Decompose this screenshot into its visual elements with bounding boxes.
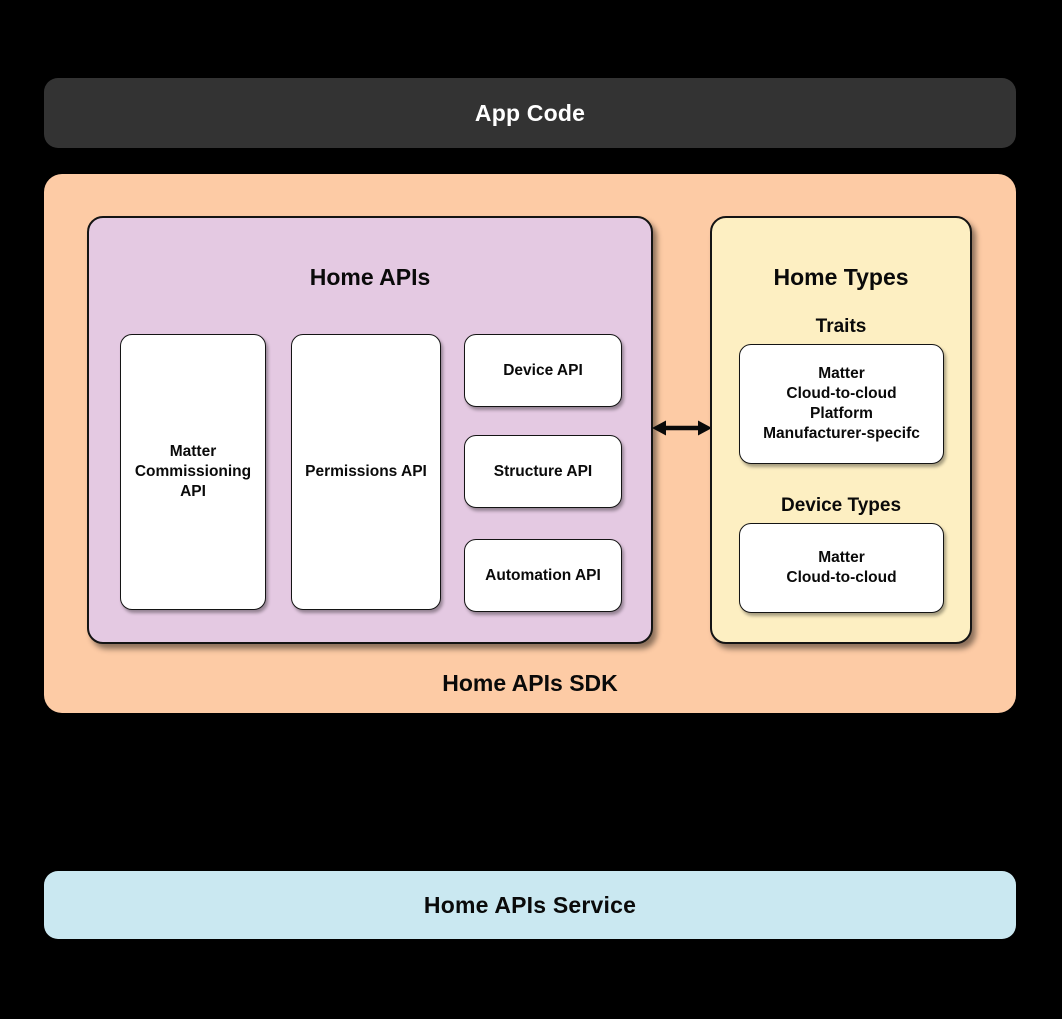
device-api-card: Device API: [464, 334, 622, 407]
home-apis-sdk-block: Home APIs Matter Commissioning API Permi…: [44, 174, 1016, 713]
home-apis-sdk-label: Home APIs SDK: [442, 670, 618, 696]
home-apis-title: Home APIs: [309, 264, 431, 290]
matter-commissioning-api-label: Matter Commissioning API: [134, 443, 252, 500]
device-types-card: Matter Cloud-to-cloud: [739, 523, 944, 613]
device-api-label: Device API: [503, 361, 583, 379]
app-code-block: App Code: [44, 78, 1016, 148]
traits-title: Traits: [815, 316, 867, 337]
matter-commissioning-api-card: Matter Commissioning API: [120, 334, 266, 610]
device-types-card-label: Matter Cloud-to-cloud: [786, 549, 897, 586]
home-apis-block: Home APIs Matter Commissioning API Permi…: [87, 216, 653, 644]
home-types-block: Home Types Traits Matter Cloud-to-cloud …: [710, 216, 972, 644]
traits-card-label: Matter Cloud-to-cloud Platform Manufactu…: [763, 365, 920, 442]
structure-api-label: Structure API: [493, 462, 593, 480]
permissions-api-label: Permissions API: [305, 463, 427, 480]
home-types-title: Home Types: [773, 264, 909, 290]
home-apis-service-label: Home APIs Service: [423, 891, 637, 918]
automation-api-card: Automation API: [464, 539, 622, 612]
automation-api-label: Automation API: [485, 566, 601, 584]
home-apis-service-block: Home APIs Service: [44, 871, 1016, 939]
traits-card: Matter Cloud-to-cloud Platform Manufactu…: [739, 344, 944, 464]
structure-api-card: Structure API: [464, 435, 622, 508]
bidirectional-arrow-icon: [652, 420, 712, 436]
app-code-label: App Code: [474, 99, 586, 126]
device-types-title: Device Types: [780, 495, 902, 516]
permissions-api-card: Permissions API: [291, 334, 441, 610]
